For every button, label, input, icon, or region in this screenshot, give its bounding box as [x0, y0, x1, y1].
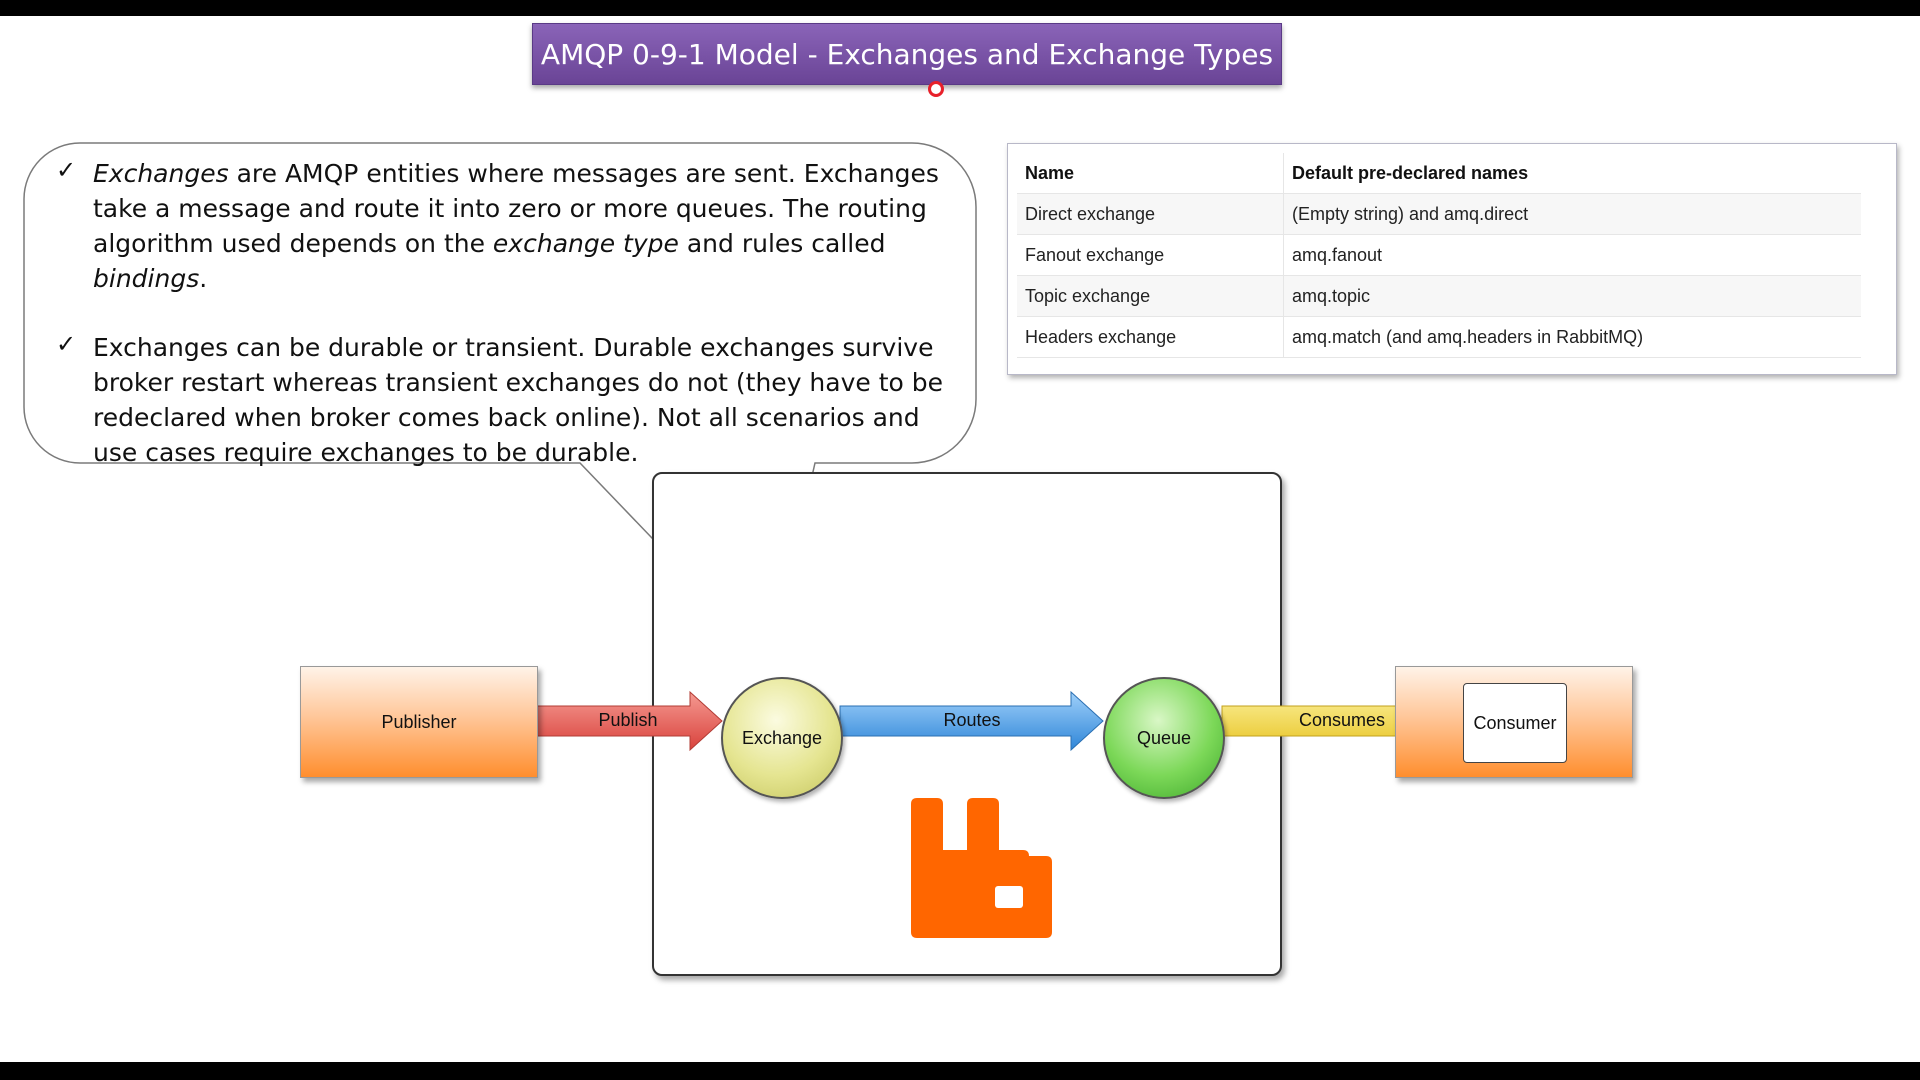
publisher-node: Publisher: [300, 666, 538, 778]
check-icon: ✓: [56, 330, 77, 358]
table-cell: (Empty string) and amq.direct: [1283, 193, 1861, 235]
routes-label: Routes: [943, 710, 1001, 730]
slide-title: AMQP 0-9-1 Model - Exchanges and Exchang…: [540, 37, 1274, 71]
table-cell: Fanout exchange: [1017, 234, 1284, 276]
exchange-types-table-card: Name Default pre-declared names Direct e…: [1007, 143, 1897, 375]
routes-arrow: [839, 690, 1104, 752]
bullet-item: ✓ Exchanges can be durable or transient.…: [56, 330, 956, 470]
table-cell: amq.fanout: [1283, 234, 1861, 276]
table-cell: amq.match (and amq.headers in RabbitMQ): [1283, 316, 1861, 358]
table-header-row: Name Default pre-declared names: [1017, 153, 1861, 194]
check-icon: ✓: [56, 156, 77, 184]
bubble-text: ✓ Exchanges are AMQP entities where mess…: [56, 156, 956, 504]
queue-label: Queue: [1136, 727, 1192, 748]
title-bar: AMQP 0-9-1 Model - Exchanges and Exchang…: [532, 23, 1282, 85]
bullet-item: ✓ Exchanges are AMQP entities where mess…: [56, 156, 956, 296]
consumer-label: Consumer: [1473, 712, 1557, 733]
bullet-text-1: Exchanges are AMQP entities where messag…: [93, 159, 939, 293]
table-row: Direct exchange (Empty string) and amq.d…: [1017, 193, 1861, 235]
exchange-node: Exchange: [721, 677, 843, 799]
column-header-name: Name: [1017, 153, 1284, 194]
slide: AMQP 0-9-1 Model - Exchanges and Exchang…: [0, 16, 1920, 1062]
table-row: Headers exchange amq.match (and amq.head…: [1017, 316, 1861, 358]
table-row: Fanout exchange amq.fanout: [1017, 234, 1861, 276]
table-row: Topic exchange amq.topic: [1017, 275, 1861, 317]
consumer-inner-box: Consumer: [1463, 683, 1567, 763]
column-header-default-names: Default pre-declared names: [1283, 153, 1861, 194]
exchange-label: Exchange: [741, 727, 823, 748]
queue-node: Queue: [1103, 677, 1225, 799]
exchange-types-table: Name Default pre-declared names Direct e…: [1017, 153, 1861, 358]
publish-label: Publish: [598, 710, 658, 730]
publisher-label: Publisher: [381, 711, 457, 732]
pointer-cursor-icon: [928, 81, 944, 97]
consumes-label: Consumes: [1298, 710, 1386, 730]
table-cell: Topic exchange: [1017, 275, 1284, 317]
publish-arrow: [535, 690, 723, 752]
table-cell: Headers exchange: [1017, 316, 1284, 358]
bullet-text-2: Exchanges can be durable or transient. D…: [93, 333, 944, 467]
table-cell: Direct exchange: [1017, 193, 1284, 235]
rabbitmq-logo-icon: [911, 798, 1052, 938]
table-cell: amq.topic: [1283, 275, 1861, 317]
